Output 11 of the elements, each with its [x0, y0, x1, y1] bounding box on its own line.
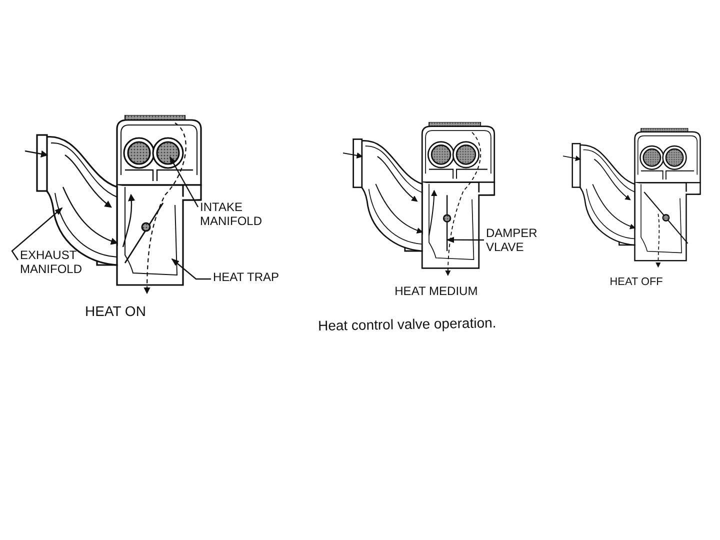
part-label: INTAKE MANIFOLD	[200, 200, 264, 228]
state-label: HEAT ON	[85, 302, 147, 321]
caption: Heat control valve operation.	[318, 313, 496, 336]
part-label: DAMPER VLAVE	[486, 226, 538, 254]
leader-line	[11, 207, 63, 260]
leader-line	[446, 236, 484, 243]
state-label: HEAT OFF	[610, 274, 664, 290]
state-label: HEAT MEDIUM	[394, 282, 479, 300]
part-label: EXHAUST MANIFOLD	[20, 248, 84, 276]
leader-line	[171, 258, 211, 280]
part-label: HEAT TRAP	[213, 270, 280, 284]
